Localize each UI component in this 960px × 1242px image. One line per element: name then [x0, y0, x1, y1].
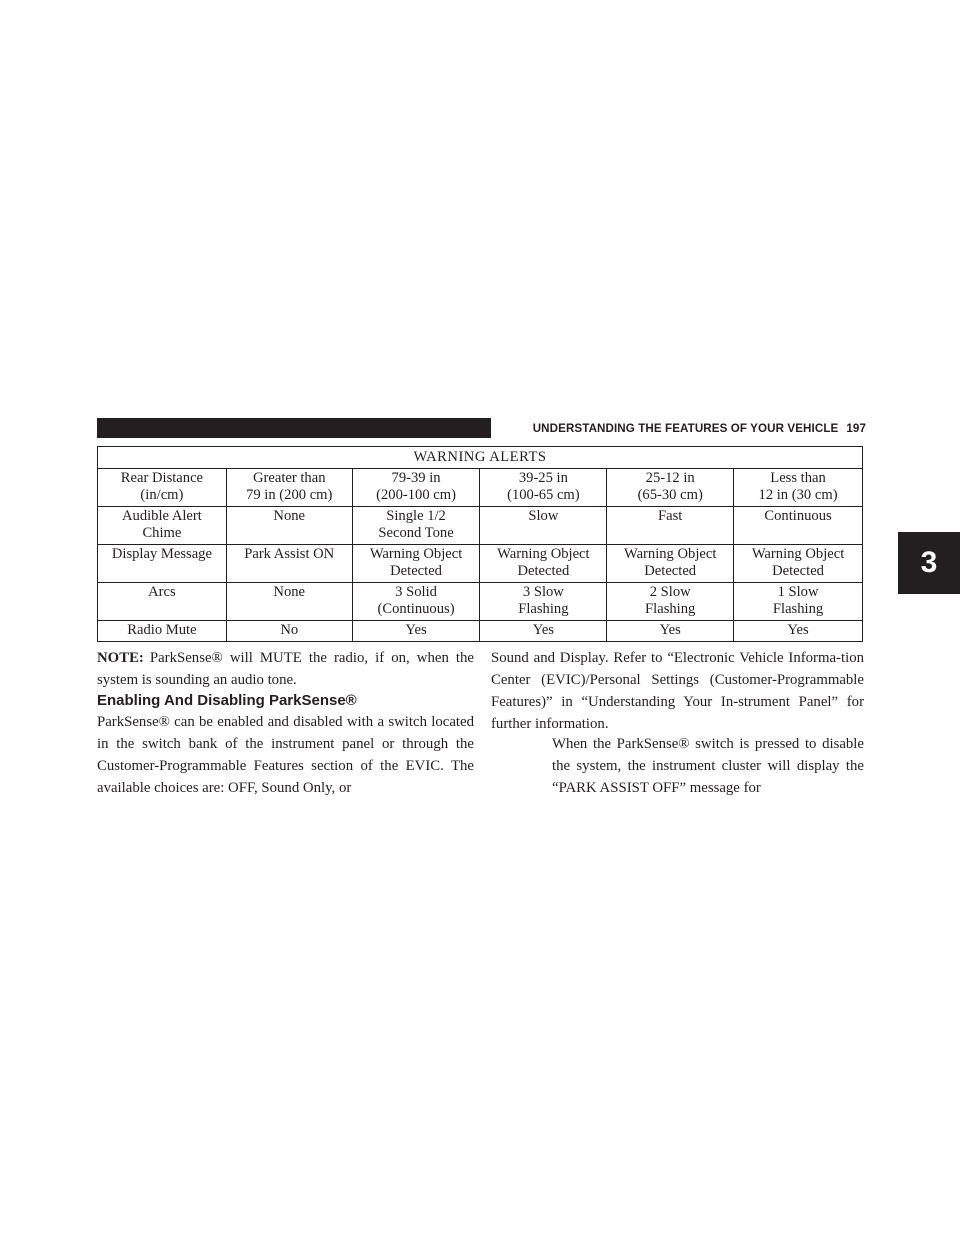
cell-line-1: 2 Slow — [649, 584, 691, 600]
table-row: Display Message Park Assist ON Warning Obj… — [97, 544, 863, 583]
section-paragraph-1: ParkSense® can be enabled and disabled w… — [97, 714, 474, 796]
cell-line-1: 3 Slow — [522, 584, 564, 600]
note-paragraph: NOTE:ParkSense® will MUTE the radio, if … — [97, 647, 474, 691]
note-label: NOTE: — [97, 650, 144, 666]
cell-line-2: (100-65 cm) — [507, 487, 580, 503]
cell-line-1: Arcs — [148, 584, 176, 600]
cell-line-1: Greater than — [252, 470, 326, 486]
cell-line-2: (Continuous) — [377, 601, 455, 617]
table-cell: Yes — [479, 620, 608, 642]
cell-line-2: Detected — [644, 563, 697, 579]
table-cell: None — [225, 506, 353, 545]
cell-line-1: No — [280, 622, 299, 638]
cell-line-1: Park Assist ON — [244, 546, 335, 562]
running-header: UNDERSTANDING THE FEATURES OF YOUR VEHIC… — [496, 419, 866, 439]
cell-line-2: Second Tone — [378, 525, 454, 541]
cell-line-1: Slow — [528, 508, 559, 524]
table-cell: Radio Mute — [97, 620, 227, 642]
cell-line-1: Audible Alert — [121, 508, 202, 524]
cell-line-1: Warning Object — [497, 546, 590, 562]
cell-line-1: Warning Object — [369, 546, 463, 562]
table-cell: Slow — [479, 506, 608, 545]
cell-line-1: Warning Object — [751, 546, 845, 562]
cell-line-1: Continuous — [764, 508, 832, 524]
cell-line-2: Detected — [390, 563, 442, 579]
cell-line-1: Less than — [770, 470, 826, 486]
cell-line-1: Yes — [532, 622, 554, 638]
section-paragraph-1-continued: Sound and Display. Refer to “Electronic … — [491, 650, 864, 732]
table-title: WARNING ALERTS — [97, 446, 863, 469]
cell-line-1: Single 1/2 — [386, 508, 446, 524]
cell-line-1: Yes — [405, 622, 427, 638]
table-cell: Display Message — [97, 544, 227, 583]
cell-line-1: Rear Distance — [120, 470, 204, 486]
cell-line-1: 79-39 in — [391, 470, 441, 486]
cell-line-1: Radio Mute — [127, 622, 197, 638]
cell-line-1: Yes — [659, 622, 681, 638]
table-cell: 79-39 in(200-100 cm) — [351, 468, 481, 507]
warning-alerts-table: WARNING ALERTS Rear Distance(in/cm)Great… — [97, 446, 863, 642]
cell-line-2: Flashing — [518, 601, 569, 617]
table-row: Radio Mute No Yes Yes Yes Yes — [97, 620, 863, 642]
table-cell: Fast — [606, 506, 735, 545]
table-cell: Arcs — [97, 582, 227, 621]
section-paragraph-2: When the ParkSense® switch is pressed to… — [552, 736, 864, 796]
table-cell: Continuous — [733, 506, 863, 545]
table-cell: No — [225, 620, 353, 642]
table-cell: Yes — [606, 620, 735, 642]
note-text: ParkSense® will MUTE the radio, if on, w… — [97, 650, 474, 688]
table-cell: 39-25 in(100-65 cm) — [479, 468, 608, 507]
table-cell: 25-12 in(65-30 cm) — [606, 468, 735, 507]
cell-line-1: Display Message — [111, 546, 212, 562]
table-cell: Yes — [351, 620, 481, 642]
cell-line-1: Warning Object — [623, 546, 717, 562]
table-cell: None — [225, 582, 353, 621]
running-header-title: UNDERSTANDING THE FEATURES OF YOUR VEHIC… — [532, 422, 839, 435]
chapter-tab[interactable]: 3 — [898, 532, 960, 594]
cell-line-2: Chime — [142, 525, 182, 541]
cell-line-1: 1 Slow — [777, 584, 819, 600]
cell-line-1: None — [273, 508, 306, 524]
table-cell: Rear Distance(in/cm) — [97, 468, 227, 507]
cell-line-1: 39-25 in — [518, 470, 568, 486]
cell-line-2: 79 in (200 cm) — [246, 487, 333, 503]
cell-line-1: Fast — [658, 508, 683, 524]
table-cell: 3 Solid(Continuous) — [351, 582, 481, 621]
cell-line-2: (in/cm) — [140, 487, 184, 503]
table-cell: Yes — [733, 620, 863, 642]
cell-line-2: (200-100 cm) — [376, 487, 456, 503]
cell-line-1: 25-12 in — [645, 470, 695, 486]
table-cell: Park Assist ON — [225, 544, 353, 583]
cell-line-2: 12 in (30 cm) — [758, 487, 838, 503]
cell-line-2: Detected — [517, 563, 570, 579]
cell-line-1: None — [273, 584, 306, 600]
section-heading: Enabling And Disabling ParkSense® — [97, 692, 357, 709]
cell-line-1: Yes — [787, 622, 809, 638]
cell-line-2: Flashing — [645, 601, 696, 617]
cell-line-2: Detected — [772, 563, 824, 579]
header-rule — [97, 418, 491, 438]
cell-line-2: (65-30 cm) — [637, 487, 703, 503]
page-number: 197 — [846, 422, 866, 435]
cell-line-1: 3 Solid — [395, 584, 437, 600]
cell-line-2: Flashing — [772, 601, 824, 617]
